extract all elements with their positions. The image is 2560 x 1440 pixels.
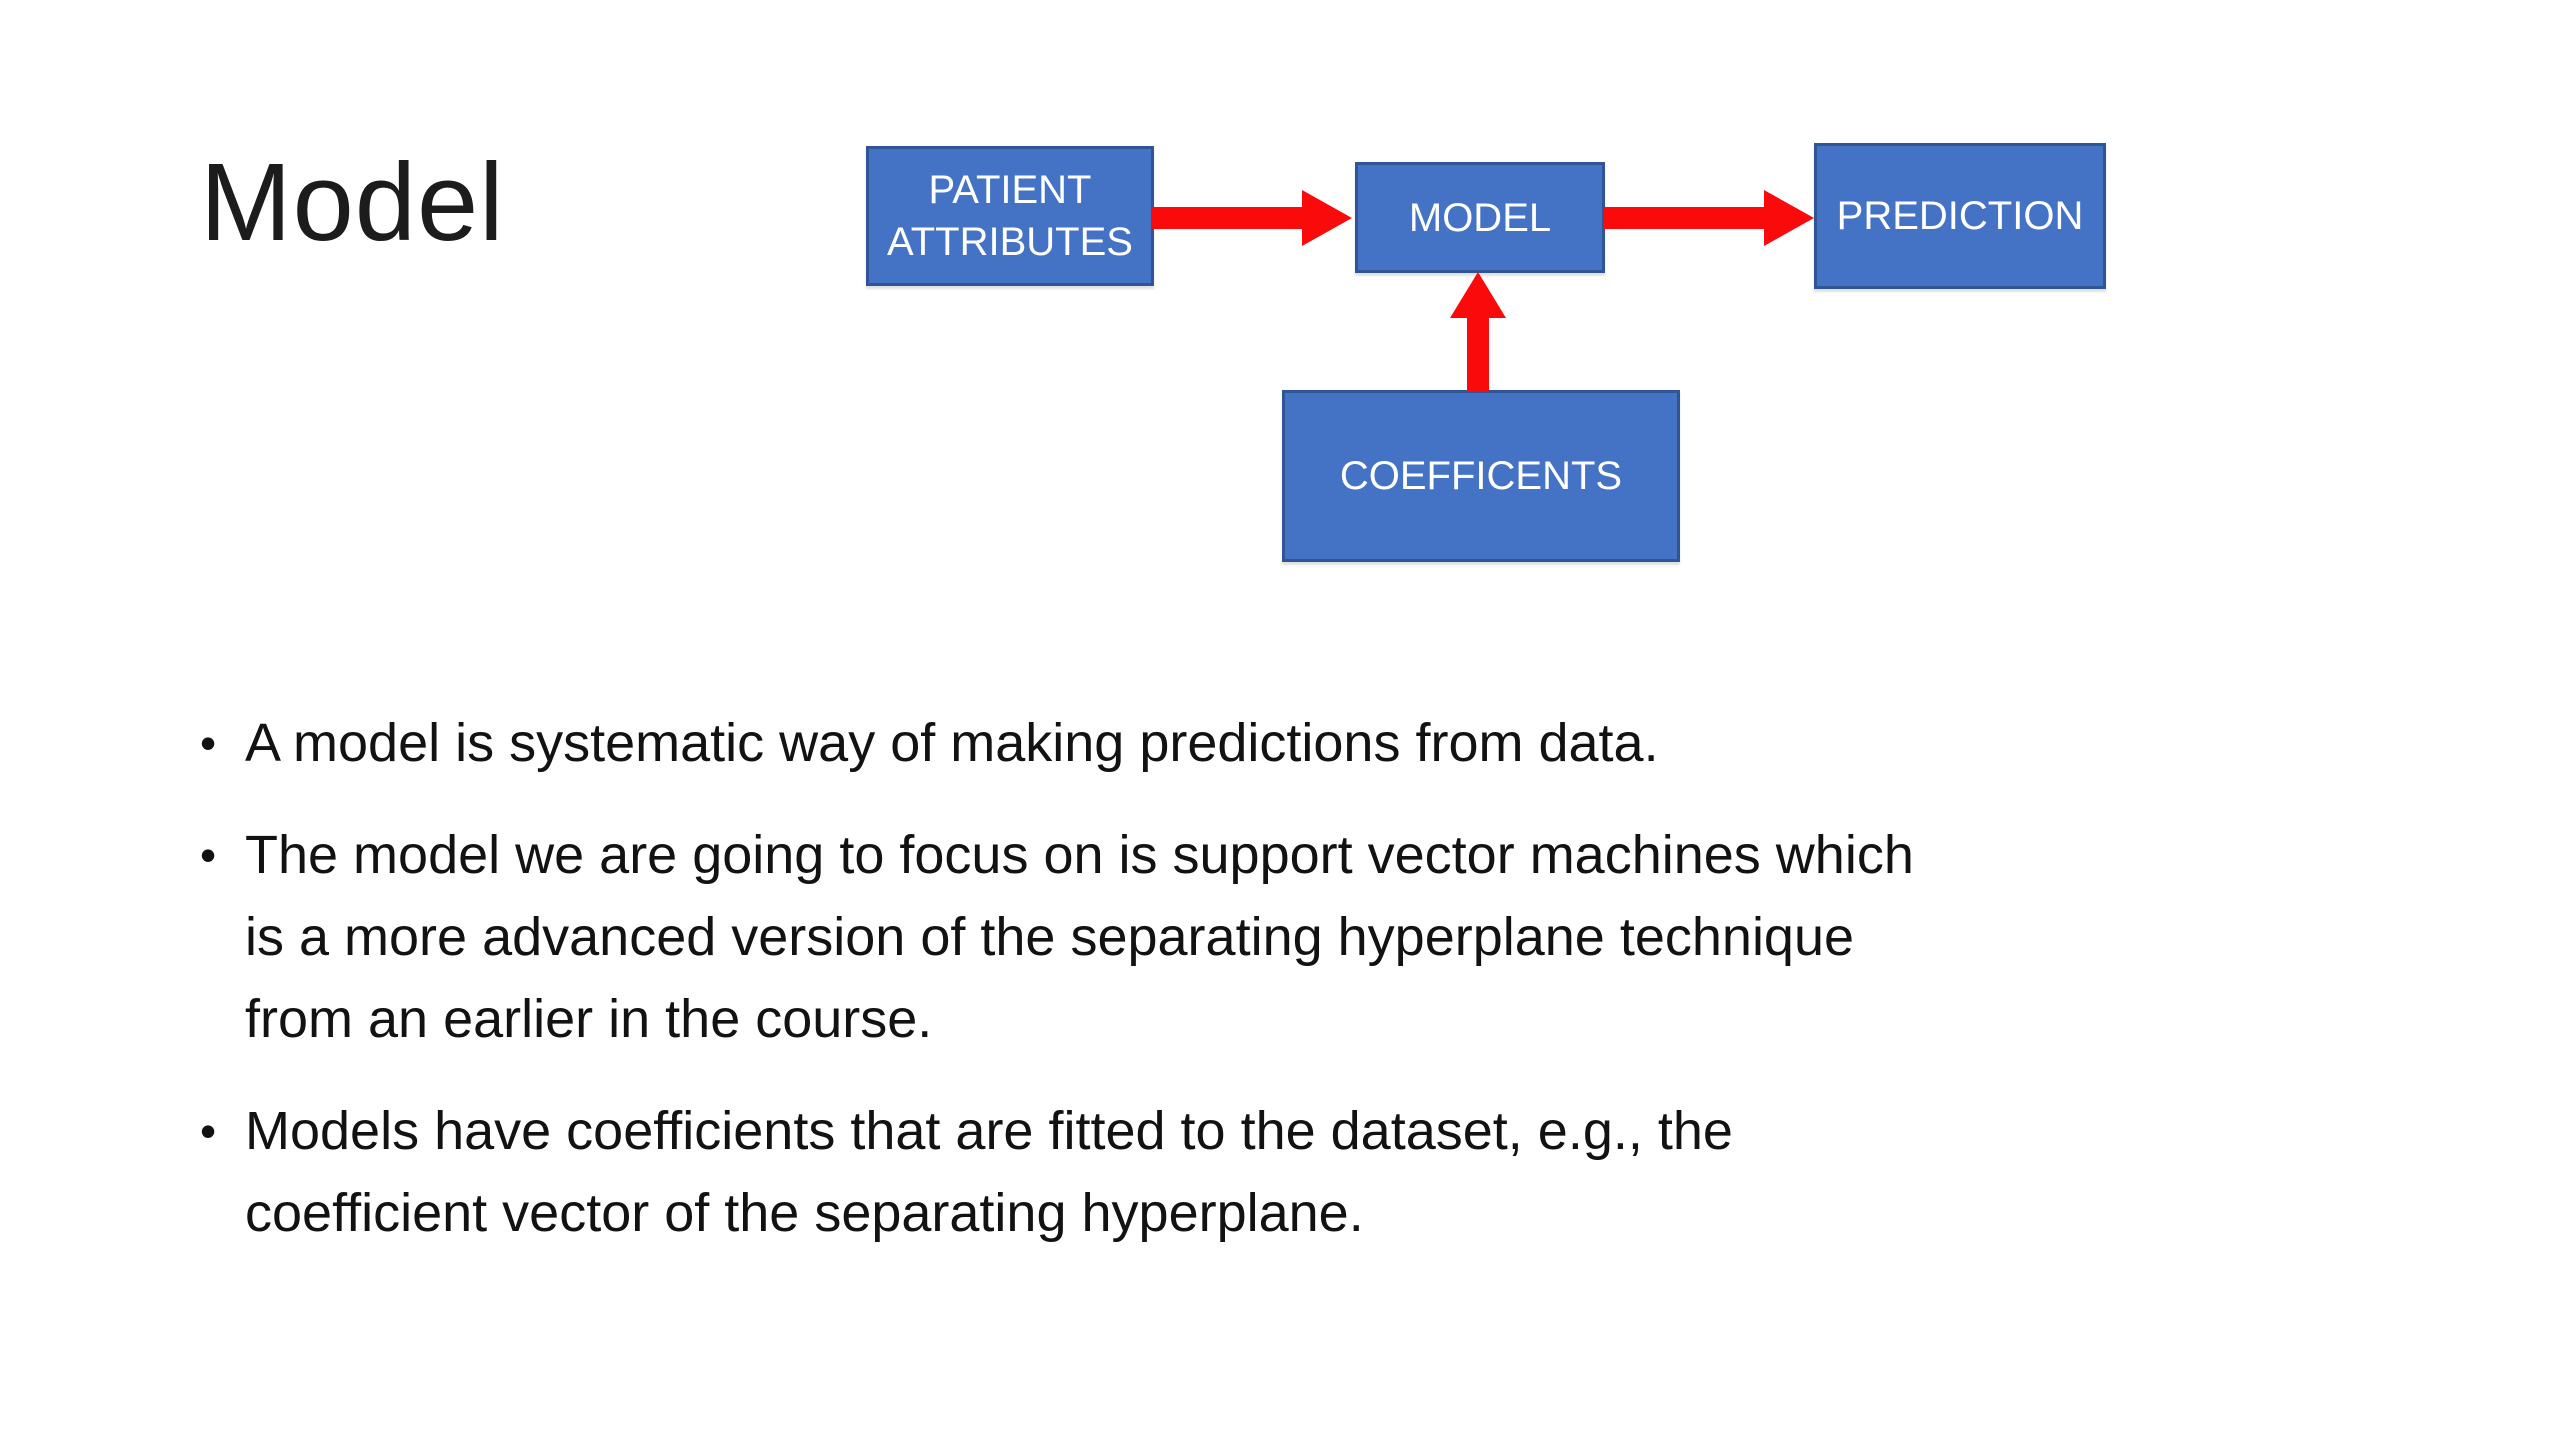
bullet-item-2: The model we are going to focus on is su… bbox=[200, 814, 2430, 1060]
bullet-line: from an earlier in the course. bbox=[245, 989, 933, 1049]
bullet-line: Models have coefficients that are fitted… bbox=[245, 1101, 1733, 1161]
bullet-marker bbox=[200, 1090, 245, 1254]
bullet-item-1: A model is systematic way of making pred… bbox=[200, 702, 2430, 784]
bullet-item-3: Models have coefficients that are fitted… bbox=[200, 1090, 2430, 1254]
diagram-node-model: MODEL bbox=[1355, 162, 1605, 273]
bullet-line: A model is systematic way of making pred… bbox=[245, 713, 1659, 773]
arrow-coefficents-to-model-head-icon bbox=[1450, 272, 1506, 318]
arrow-model-to-prediction-shaft bbox=[1604, 207, 1766, 229]
bullet-marker bbox=[200, 702, 245, 784]
bullet-text: Models have coefficients that are fitted… bbox=[245, 1090, 2430, 1254]
arrow-patient-to-model-shaft bbox=[1152, 207, 1304, 229]
arrow-patient-to-model-head-icon bbox=[1302, 190, 1352, 246]
diagram-node-patient-attributes: PATIENT ATTRIBUTES bbox=[866, 146, 1154, 286]
bullet-list: A model is systematic way of making pred… bbox=[200, 702, 2430, 1284]
arrow-coefficents-to-model-shaft bbox=[1467, 314, 1489, 392]
diagram-node-prediction: PREDICTION bbox=[1814, 143, 2106, 289]
bullet-text: The model we are going to focus on is su… bbox=[245, 814, 2430, 1060]
slide-title: Model bbox=[200, 141, 505, 264]
arrow-model-to-prediction-head-icon bbox=[1764, 190, 1814, 246]
bullet-line: The model we are going to focus on is su… bbox=[245, 825, 1914, 885]
bullet-marker bbox=[200, 814, 245, 1060]
bullet-text: A model is systematic way of making pred… bbox=[245, 702, 2430, 784]
bullet-line: is a more advanced version of the separa… bbox=[245, 907, 1855, 967]
bullet-line: coefficient vector of the separating hyp… bbox=[245, 1183, 1364, 1243]
diagram-node-coefficents: COEFFICENTS bbox=[1282, 390, 1680, 562]
